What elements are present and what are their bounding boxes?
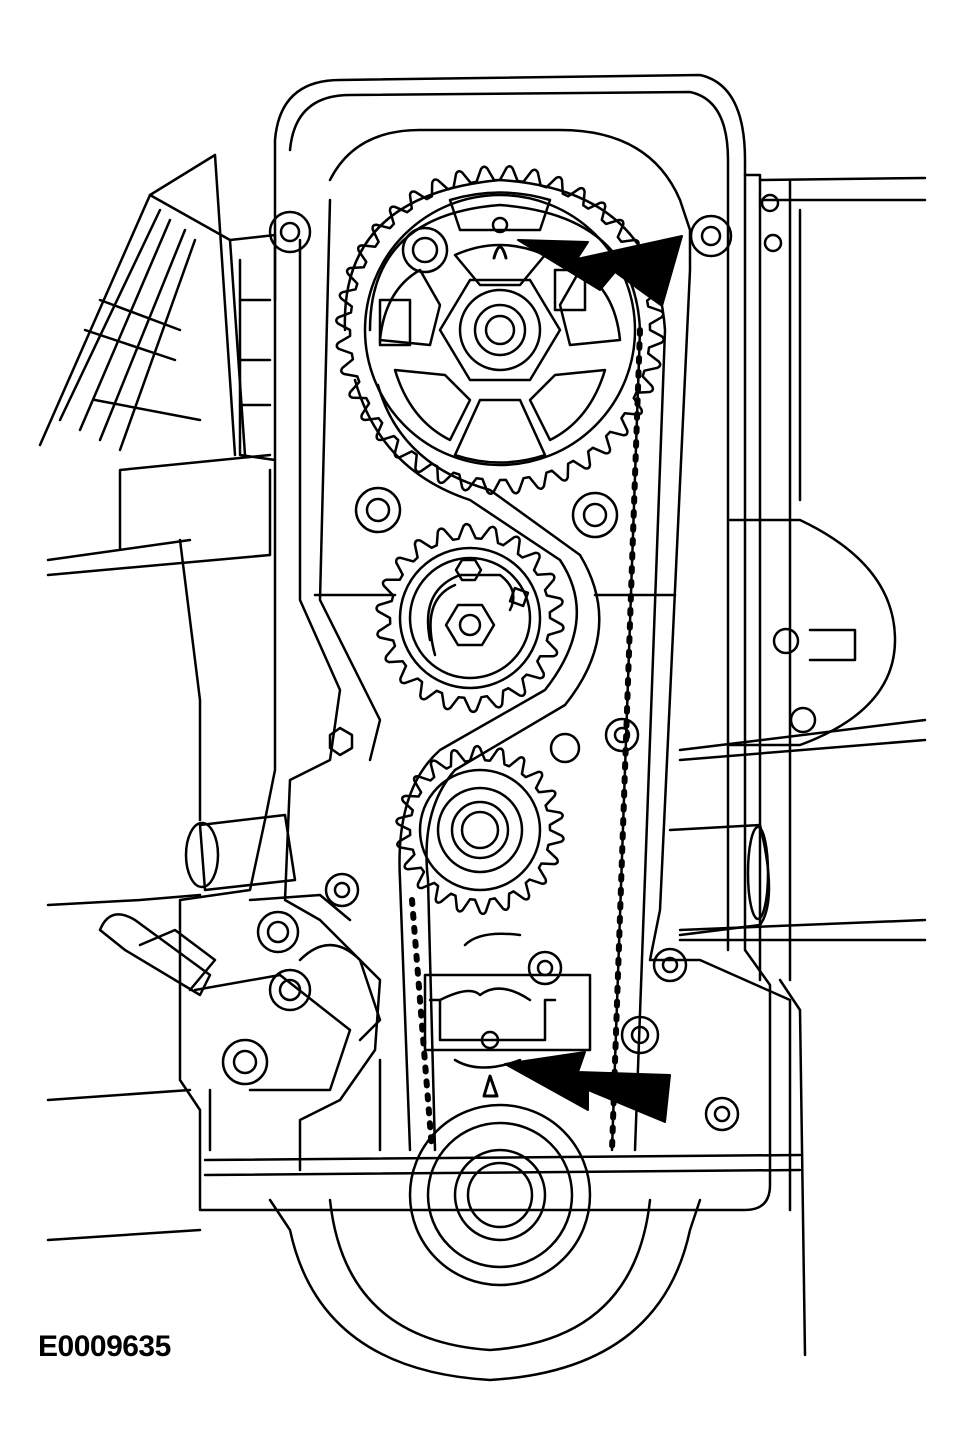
bolt-mid-left [356, 488, 400, 532]
timing-cover [180, 75, 800, 1380]
bolt-mid-right [573, 493, 617, 537]
bolt-lower-center [529, 952, 561, 984]
bolt-lower-left [326, 874, 358, 906]
lower-bracket [425, 975, 590, 1068]
bolt-top-left [270, 212, 310, 252]
bolt-right-upper [654, 949, 686, 981]
crankshaft-sprocket [396, 746, 563, 945]
figure-id-label: E0009635 [38, 1330, 171, 1363]
camshaft-sprocket [336, 166, 663, 493]
bolt-left-lower [330, 728, 352, 755]
timing-mark-icon [482, 1032, 498, 1096]
crank-pulley [410, 1105, 590, 1285]
sensor-assembly [100, 895, 380, 1150]
engine-block-outline [40, 155, 925, 1355]
bolt-top-right [691, 216, 731, 256]
bolt-right-lower [606, 719, 638, 751]
arrow-icon [505, 1052, 670, 1122]
arrow-icon [518, 236, 682, 306]
timing-mark-icon [493, 218, 507, 258]
tensioner-pulley [315, 524, 675, 712]
cover-bolts [270, 212, 738, 1130]
bolt-bottom-right [706, 1098, 738, 1130]
